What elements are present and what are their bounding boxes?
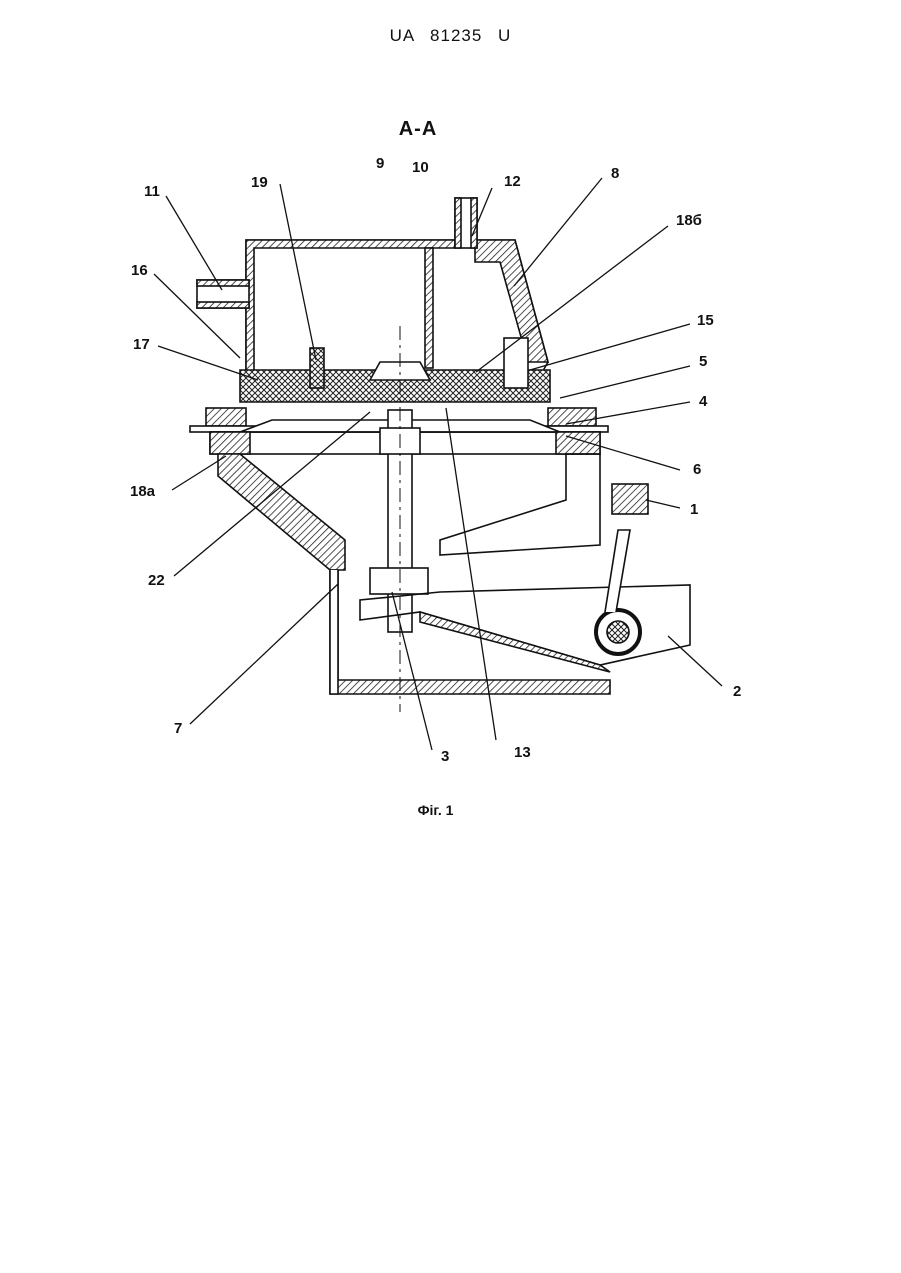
valve-15-body	[504, 338, 528, 388]
label-2: 2	[733, 683, 741, 700]
leader-17	[158, 346, 258, 380]
leader-19	[280, 184, 316, 360]
label-13: 13	[514, 744, 531, 761]
cover-top-wall	[246, 240, 455, 376]
outlet-pipe-wall-right	[471, 198, 477, 248]
label-10: 10	[412, 159, 429, 176]
leader-15	[530, 324, 690, 370]
label-5: 5	[699, 353, 707, 370]
label-18a: 18a	[130, 483, 156, 500]
label-7: 7	[174, 720, 182, 737]
label-4: 4	[699, 393, 708, 410]
leader-2	[668, 636, 722, 686]
leader-11	[166, 196, 222, 290]
label-6: 6	[693, 461, 701, 478]
lever-pivot-pin	[607, 621, 629, 643]
inlet-pipe-wall-bottom	[197, 302, 249, 308]
leader-1	[646, 500, 680, 508]
housing-left-wall	[218, 454, 345, 570]
lever-arm-hatched	[420, 612, 610, 672]
return-spring-arm	[605, 530, 630, 612]
leader-8	[514, 178, 602, 286]
label-8: 8	[611, 165, 619, 182]
rod-nut-upper	[370, 568, 428, 594]
label-12: 12	[504, 173, 521, 190]
label-16: 16	[131, 262, 148, 279]
valve-19-stem	[310, 348, 324, 388]
partition-wall	[425, 248, 433, 368]
flange-lower-left	[210, 432, 250, 454]
label-19: 19	[251, 174, 268, 191]
label-22: 22	[148, 572, 165, 589]
flange-lower-right	[556, 432, 600, 454]
leader-7	[190, 584, 338, 724]
inlet-pipe-wall-top	[197, 280, 249, 286]
drawing-geometry	[190, 198, 690, 712]
label-11: 11	[144, 183, 160, 200]
label-1: 1	[690, 501, 698, 518]
leader-5	[560, 366, 690, 398]
label-17: 17	[133, 336, 150, 353]
label-9: 9	[376, 155, 384, 172]
housing-right-wall	[440, 454, 600, 555]
outlet-pipe-wall-left	[455, 198, 461, 248]
lever-pivot-block	[612, 484, 648, 514]
label-3: 3	[441, 748, 449, 765]
figure-caption: Фіг. 1	[0, 802, 871, 818]
flange-upper-left	[206, 408, 246, 426]
label-15: 15	[697, 312, 714, 329]
label-18b: 18б	[676, 212, 702, 229]
